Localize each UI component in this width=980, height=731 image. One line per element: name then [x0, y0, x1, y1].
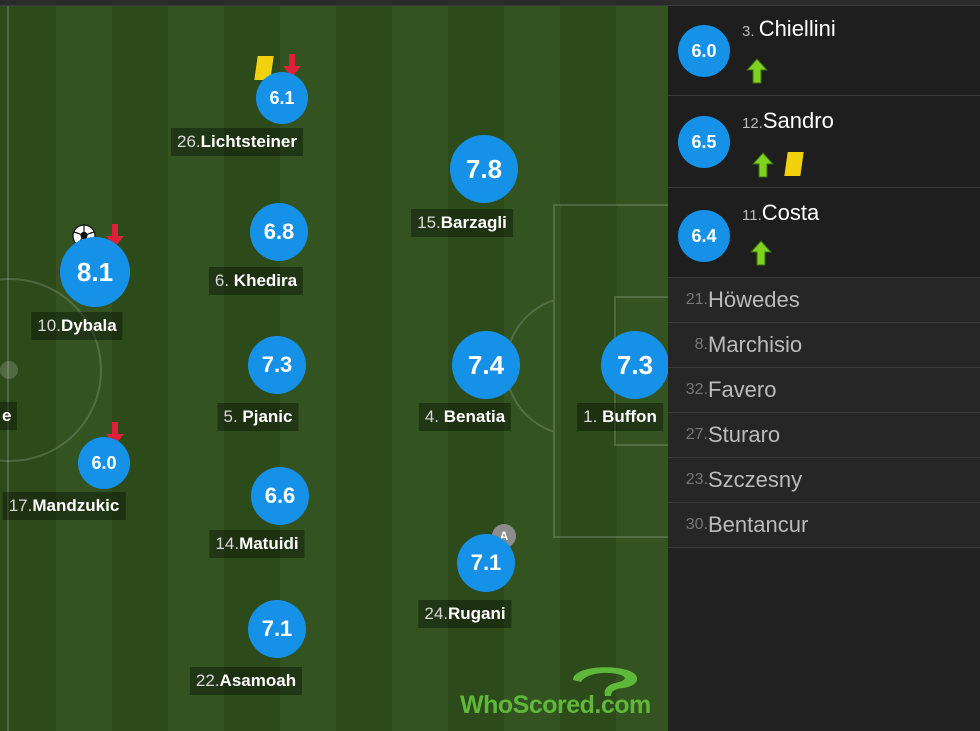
whoscored-logo: WhoScored.com	[460, 667, 660, 724]
player-label[interactable]: 1. Buffon	[577, 403, 663, 431]
rating-bubble[interactable]: 8.1	[60, 237, 130, 307]
yellow-card-icon	[784, 152, 804, 176]
player-label[interactable]: 22.Asamoah	[189, 667, 303, 695]
rating-bubble[interactable]: 6.0	[678, 25, 730, 77]
rating-bubble[interactable]: 6.8	[250, 203, 308, 261]
player-label[interactable]: 17.Mandzukic	[2, 492, 126, 520]
rating-bubble[interactable]: 6.1	[256, 72, 308, 124]
question-mark-icon	[573, 667, 638, 696]
substitute-row[interactable]: 6.0 3. Chiellini	[668, 6, 980, 96]
arrow-up-icon	[750, 240, 772, 266]
player-label[interactable]: 15.Barzagli	[411, 209, 513, 237]
center-spot	[0, 361, 18, 379]
player-label[interactable]: 26.Lichtsteiner	[171, 128, 303, 156]
player-label[interactable]: 5. Pjanic	[217, 403, 299, 431]
pitch: e 6.1 26.Lichtsteiner 7.8 15.Barzagli 6.…	[0, 6, 668, 731]
bench-row[interactable]: 27.Sturaro	[668, 413, 980, 458]
player-label[interactable]: 14.Matuidi	[209, 530, 305, 558]
bench-row[interactable]: 23.Szczesny	[668, 458, 980, 503]
rating-bubble[interactable]: 7.3	[248, 336, 306, 394]
arrow-down-icon	[283, 54, 301, 77]
bench-row[interactable]: 8. Marchisio	[668, 323, 980, 368]
substitute-name: 12.Sandro	[742, 108, 834, 133]
substitute-row[interactable]: 6.4 11.Costa	[668, 188, 980, 278]
player-label-partial: e	[0, 402, 18, 430]
halfway-line	[7, 6, 9, 731]
top-border	[0, 0, 980, 6]
rating-bubble[interactable]: 7.4	[452, 331, 520, 399]
substitute-name: 3. Chiellini	[742, 16, 836, 41]
rating-bubble[interactable]: 7.1	[457, 534, 515, 592]
player-label[interactable]: 4. Benatia	[418, 403, 512, 431]
rating-bubble[interactable]: 6.0	[78, 437, 130, 489]
rating-bubble[interactable]: 7.8	[450, 135, 518, 203]
bench-row[interactable]: 21.Höwedes	[668, 278, 980, 323]
arrow-up-icon	[752, 152, 774, 178]
arrow-up-icon	[746, 58, 768, 84]
rating-bubble[interactable]: 6.5	[678, 116, 730, 168]
whoscored-wordmark: WhoScored.com	[460, 691, 651, 719]
bench-row[interactable]: 30.Bentancur	[668, 503, 980, 548]
penalty-box	[553, 204, 668, 538]
rating-bubble[interactable]: 6.4	[678, 210, 730, 262]
rating-bubble[interactable]: 7.1	[248, 600, 306, 658]
substitute-row[interactable]: 6.5 12.Sandro	[668, 96, 980, 188]
player-label[interactable]: 6. Khedira	[208, 267, 304, 295]
player-label[interactable]: 24.Rugani	[418, 600, 512, 628]
player-label[interactable]: 10.Dybala	[31, 312, 123, 340]
bench-row[interactable]: 32.Favero	[668, 368, 980, 413]
substitute-name: 11.Costa	[742, 200, 820, 225]
substitutes-panel: 6.0 3. Chiellini 6.5 12.Sandro 6.4 11.Co…	[668, 6, 980, 731]
rating-bubble[interactable]: 7.3	[601, 331, 668, 399]
rating-bubble[interactable]: 6.6	[251, 467, 309, 525]
